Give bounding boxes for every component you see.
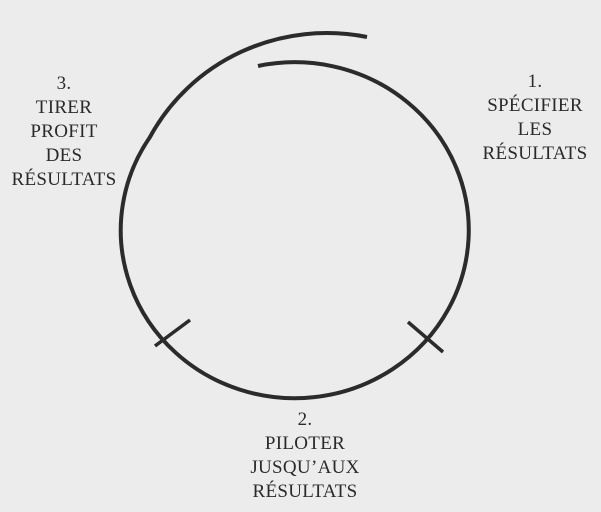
step-2-label: 2. PILOTER JUSQU’AUX RÉSULTATS — [235, 408, 375, 504]
step-text: DES — [45, 145, 83, 166]
step-text: TIRER — [35, 97, 93, 118]
step-text: PILOTER — [264, 433, 346, 454]
step-number: 1. — [527, 71, 543, 92]
step-3-label: 3. TIRER PROFIT DES RÉSULTATS — [0, 72, 128, 192]
step-text: RÉSULTATS — [11, 169, 117, 190]
step-1-label: 1. SPÉCIFIER LES RÉSULTATS — [470, 70, 600, 166]
step-text: RÉSULTATS — [482, 143, 588, 164]
cycle-spiral — [118, 31, 471, 401]
step-text: SPÉCIFIER — [487, 95, 583, 116]
divider-tick-right — [406, 320, 445, 354]
step-text: PROFIT — [30, 121, 98, 142]
step-text: JUSQU’AUX — [250, 457, 360, 478]
step-number: 2. — [297, 409, 313, 430]
divider-tick-left — [153, 318, 192, 348]
step-number: 3. — [56, 73, 72, 94]
step-text: LES — [517, 119, 553, 140]
step-text: RÉSULTATS — [252, 481, 358, 502]
